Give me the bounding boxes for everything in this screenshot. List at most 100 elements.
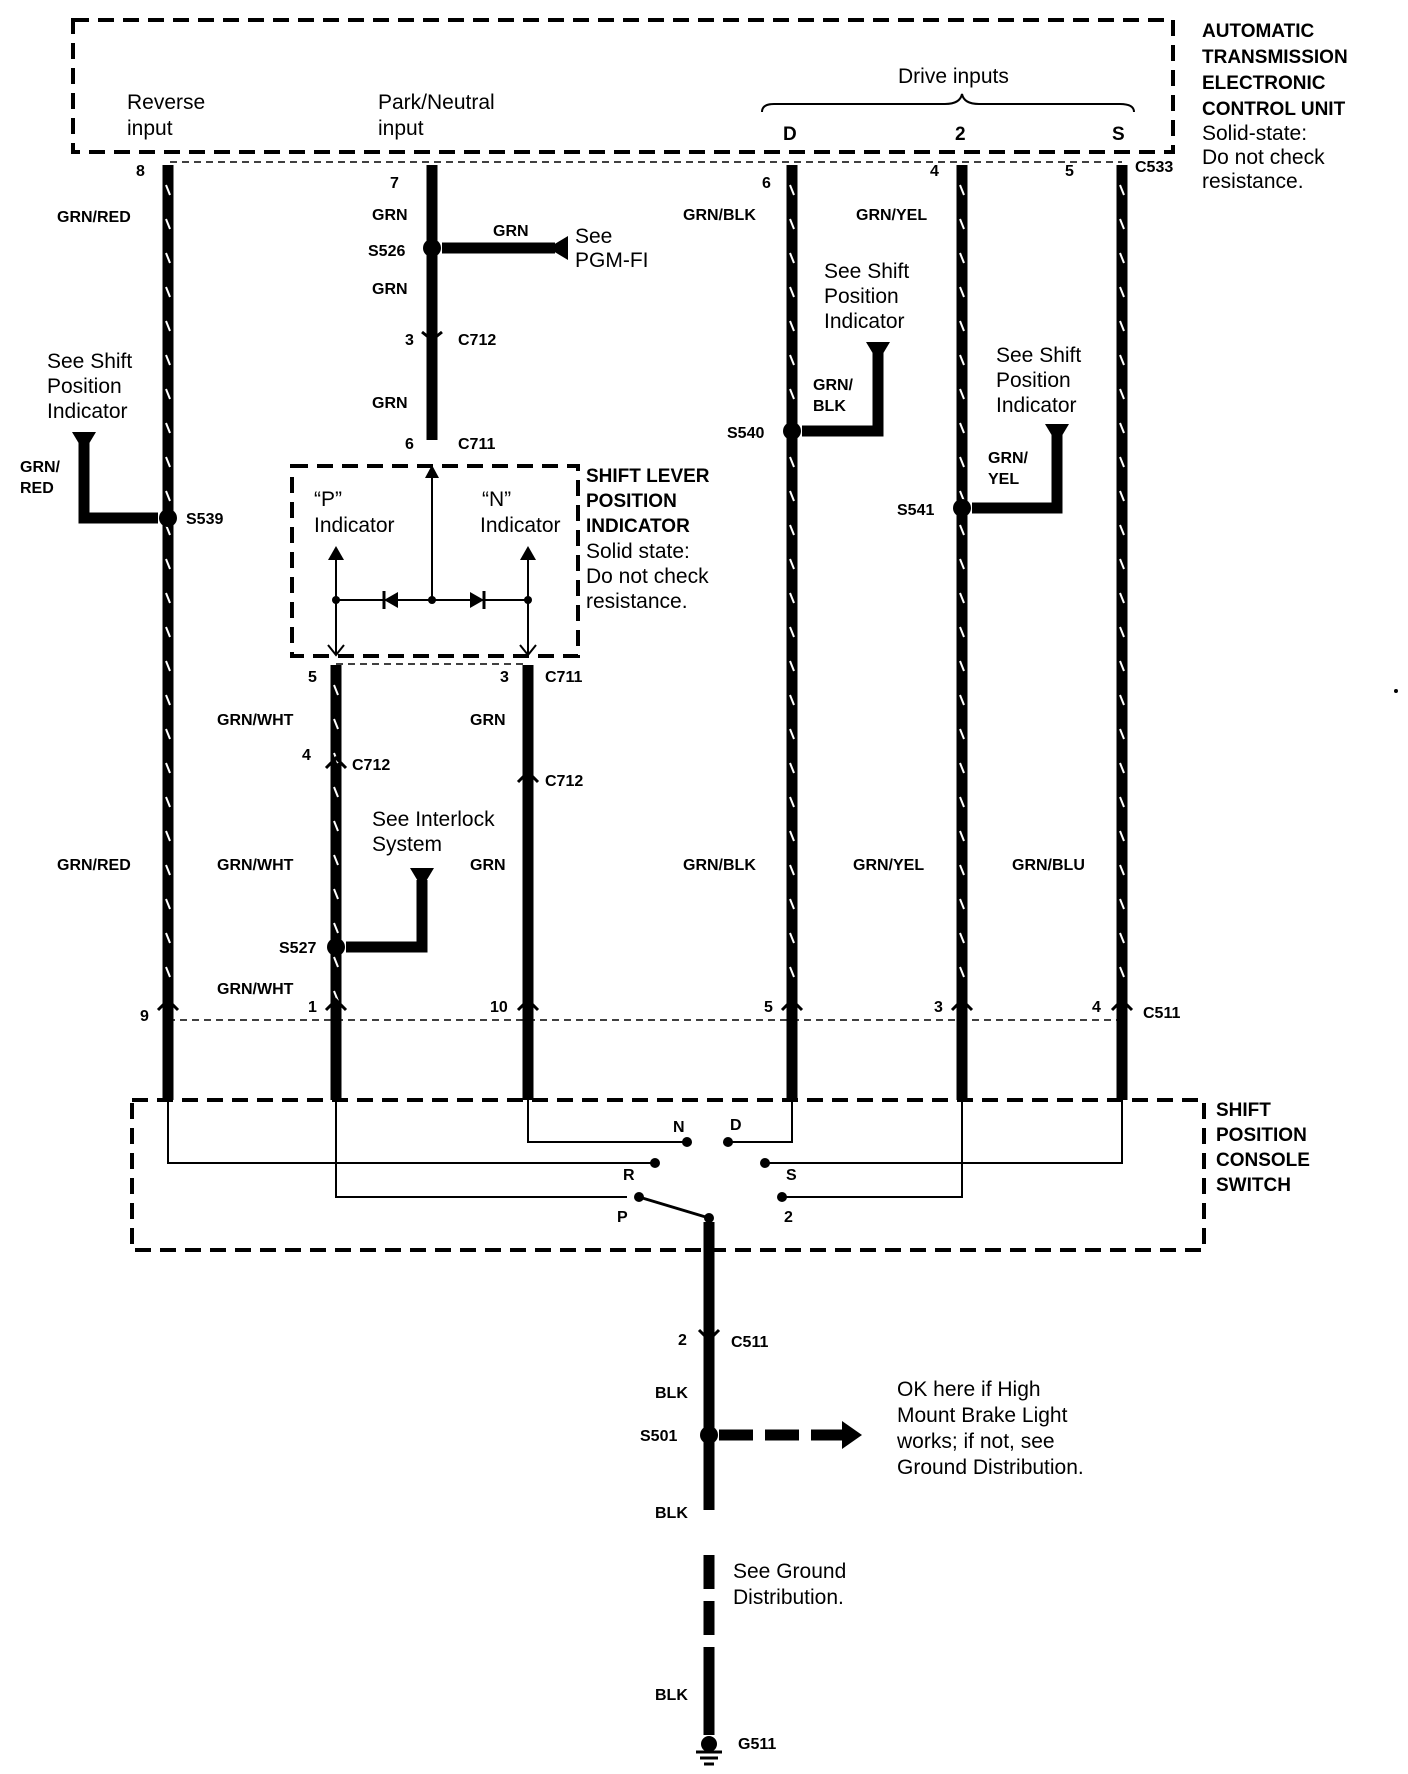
label-grn-blk-bottom: GRN/BLK [683,857,756,874]
stripe-tick [1119,184,1125,196]
stripe-tick [165,626,171,638]
interlock-ref: See Interlock System [372,808,500,856]
splice-s540 [783,422,801,440]
ground-label: G511 [738,1736,776,1753]
stripe-tick [1119,388,1125,400]
stripe-tick [165,932,171,944]
stripe-tick [333,684,339,696]
label-pgm-fi-wire: GRN [493,223,529,240]
switch-pos-d: D [730,1117,742,1134]
wire-interlock [346,880,428,953]
stripe-tick [959,864,965,876]
stripe-tick [959,218,965,230]
stripe-tick [333,820,339,832]
label-n-grn-1: GRN [470,712,506,729]
stripe-tick [333,888,339,900]
stripe-tick [333,786,339,798]
wire-s539-branch [78,440,158,524]
stripe-tick [1119,524,1125,536]
stripe-tick [789,796,795,808]
stripe-tick [1119,490,1125,502]
indicator-note: Solid state: Do not check resistance. [586,540,714,613]
c511-pin-1: 1 [308,999,317,1016]
label-grn-wht-1: GRN/WHT [217,712,294,729]
indicator-circuit [327,465,537,657]
ecu-box [71,18,1175,154]
stripe-tick [959,626,965,638]
s540-branch-label: GRN/ BLK [813,377,857,415]
ground-symbol [696,1736,722,1766]
drive-label-2: 2 [955,124,966,145]
c711-n-pin: 3 [500,669,509,686]
ecu-note: Solid-state: Do not check resistance. [1202,122,1330,193]
stripe-tick [789,898,795,910]
s539-arrow [72,432,96,452]
console-title: SHIFT POSITION CONSOLE SWITCH [1216,1100,1315,1196]
console-switch-circuit [167,1100,1123,1223]
stripe-tick [165,966,171,978]
n-indicator-label: “N” Indicator [480,488,561,537]
stripe-tick [959,966,965,978]
stripe-tick [959,932,965,944]
stripe-tick [1119,830,1125,842]
stripe-tick [165,184,171,196]
stripe-tick [333,718,339,730]
s540-ref: See Shift Position Indicator [824,260,915,333]
stripe-tick [959,660,965,672]
stripe-tick [165,796,171,808]
label-blk-1: BLK [655,1385,688,1402]
stripe-tick [165,558,171,570]
label-grn-wht-2: GRN/WHT [217,857,294,874]
stripe-tick [1119,932,1125,944]
stripe-tick [1119,796,1125,808]
stripe-tick [333,956,339,968]
s541-arrow [1045,424,1069,444]
park-neutral-input-label: Park/Neutral input [378,91,501,140]
stripe-tick [1119,422,1125,434]
wire-s541-branch [972,432,1063,514]
label-grn-2: GRN [372,281,408,298]
stripe-tick [165,592,171,604]
c511-pin-3: 3 [934,999,943,1016]
stripe-tick [165,354,171,366]
wire-s540-branch [802,352,884,437]
s540-arrow [866,342,890,362]
stripe-tick [165,218,171,230]
stripe-tick [959,728,965,740]
stripe-tick [165,286,171,298]
stripe-tick [789,490,795,502]
stripe-tick [165,762,171,774]
stripe-tick [789,830,795,842]
stripe-tick [959,558,965,570]
stripe-tick [1119,694,1125,706]
splice-s527-label: S527 [279,940,316,957]
stripe-tick [1119,626,1125,638]
stripe-tick [789,354,795,366]
drive-label-d: D [783,124,797,145]
stripe-tick [959,830,965,842]
c511-pin-5: 5 [764,999,773,1016]
pin-5: 5 [1065,163,1074,180]
splice-s501 [700,1426,718,1444]
stripe-tick [789,456,795,468]
stripe-tick [789,660,795,672]
pin-4: 4 [930,163,939,180]
c511-pin-9: 9 [140,1008,149,1025]
label-grn-blk-top: GRN/BLK [683,207,756,224]
stripe-tick [789,728,795,740]
stripe-tick [789,252,795,264]
switch-pos-2: 2 [784,1209,793,1226]
stripe-tick [1119,592,1125,604]
stripe-tick [165,422,171,434]
drive-inputs-brace [761,93,1135,113]
stripe-tick [165,898,171,910]
stripe-tick [789,558,795,570]
stripe-tick [789,184,795,196]
s539-branch-label: GRN/ RED [20,459,64,497]
stripe-tick [959,286,965,298]
stripe-tick [1119,252,1125,264]
stripe-tick [165,320,171,332]
c511-pin-4: 4 [1092,999,1101,1016]
